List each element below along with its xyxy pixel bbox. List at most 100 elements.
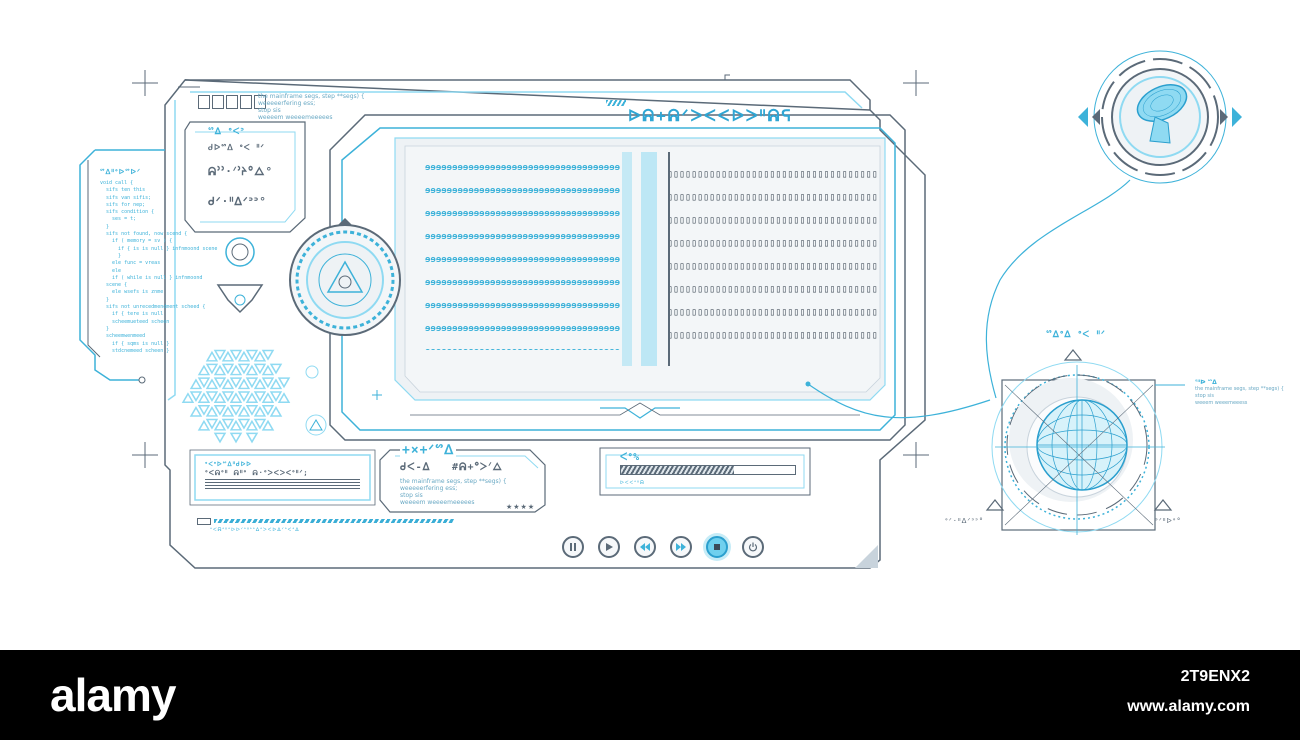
hex-triangle-inner xyxy=(240,420,248,427)
hex-triangle-inner xyxy=(264,406,272,413)
bottom-left-label: ᐤᐸᐤᐅᔥᐃᐦᑯᐅᐅ xyxy=(205,461,252,468)
hex-triangle-inner xyxy=(264,351,272,358)
rating-stars: ★★★★ xyxy=(506,503,536,511)
globe-target-widget xyxy=(985,349,1185,535)
hex-triangle-inner xyxy=(240,381,248,388)
progress-caption: ᐅᐸᐸᐤᐦᕱ xyxy=(620,480,645,486)
code-line: ele wsefs is znme xyxy=(100,289,164,296)
segment-indicator xyxy=(198,95,266,109)
readout-label-2: ᑯᐅᔥᐃ ᐤᐸ ᐦᐟ xyxy=(208,143,265,152)
title-hatch-icon xyxy=(606,100,626,106)
binary-row: ɘɘɘɘɘɘɘɘɘɘɘɘɘɘɘɘɘɘɘɘɘɘɘɘɘɘɘɘɘɘɘɘɘɘɘɘ▯▯▯▯… xyxy=(425,209,878,226)
hex-triangle-inner xyxy=(248,422,256,430)
code-line: void call { xyxy=(100,180,134,186)
hex-triangle-inner xyxy=(232,422,240,430)
hex-triangle-inner xyxy=(208,365,216,372)
hex-triangle-inner xyxy=(208,420,216,427)
top-small-text: the mainframe segs, step **segs) { weeee… xyxy=(258,93,365,121)
hex-triangle-inner xyxy=(280,395,288,402)
code-line: } xyxy=(100,223,110,230)
binary-row: ɘɘɘɘɘɘɘɘɘɘɘɘɘɘɘɘɘɘɘɘɘɘɘɘɘɘɘɘɘɘɘɘɘɘɘɘ▯▯▯▯… xyxy=(425,232,878,249)
code-line: sifs ten this xyxy=(100,187,146,194)
hex-triangle-inner xyxy=(264,367,272,374)
hex-triangle-inner xyxy=(224,365,232,372)
hex-triangle-inner xyxy=(200,395,208,402)
hex-triangle-inner xyxy=(248,367,256,374)
hex-triangle-inner xyxy=(240,409,248,416)
code-line: sifs not found, now scend { xyxy=(100,231,188,238)
hex-triangle-inner xyxy=(280,378,288,386)
power-button[interactable] xyxy=(742,536,764,558)
code-panel-title: ᔥᐃᐦᐤᐅᔥᐅᐟ xyxy=(100,168,141,176)
code-line: sifs condition { xyxy=(100,209,155,216)
bottom-left-hatch xyxy=(214,519,454,523)
binary-row: ɘɘɘɘɘɘɘɘɘɘɘɘɘɘɘɘɘɘɘɘɘɘɘɘɘɘɘɘɘɘɘɘɘɘɘɘ▯▯▯▯… xyxy=(425,324,878,341)
hex-triangle-inner xyxy=(240,365,248,372)
hex-triangle-inner xyxy=(232,351,240,358)
readout-value-2: ᑯᐟ·ᐦᐃᐟᐣᐣ° xyxy=(208,195,267,208)
play-button[interactable] xyxy=(598,536,620,558)
hex-triangle-inner xyxy=(184,395,192,402)
hex-triangle-inner xyxy=(208,392,216,399)
code-line: if { tere is null xyxy=(100,311,164,318)
stop-icon xyxy=(714,544,720,550)
binary-row: ɘɘɘɘɘɘɘɘɘɘɘɘɘɘɘɘɘɘɘɘɘɘɘɘɘɘɘɘɘɘɘɘɘɘɘɘ▯▯▯▯… xyxy=(425,344,885,350)
bottom-center-text: the mainframe segs, step **segs) { weeee… xyxy=(400,478,507,506)
code-line: scheemwenmeed xyxy=(100,333,146,340)
hex-triangle-inner xyxy=(248,351,256,358)
hex-triangle-inner xyxy=(232,378,240,386)
hex-triangle-inner xyxy=(216,378,224,386)
code-line: } xyxy=(100,252,122,259)
site-url[interactable]: www.alamy.com xyxy=(1127,698,1250,715)
hex-triangle-inner xyxy=(200,422,208,430)
hex-triangle-inner xyxy=(240,392,248,399)
scan-divider xyxy=(668,152,670,366)
hex-triangle-inner xyxy=(216,406,224,413)
code-line: sifs not unrecedmendment scheed { xyxy=(100,304,206,311)
globe-label: ᔥᐃᐤᐃ ᐤᐸ ᐦᐟ xyxy=(1046,330,1106,340)
binary-row: ɘɘɘɘɘɘɘɘɘɘɘɘɘɘɘɘɘɘɘɘɘɘɘɘɘɘɘɘɘɘɘɘɘɘɘɘ▯▯▯▯… xyxy=(425,186,878,203)
rewind-button[interactable] xyxy=(634,536,656,558)
hex-triangle-inner xyxy=(256,365,264,372)
bottom-center-title: +×+ᐟᔥᐃ xyxy=(400,443,457,458)
brand-logo: alamy xyxy=(50,669,176,721)
hex-triangle-inner xyxy=(272,381,280,388)
hex-triangle-inner xyxy=(200,378,208,386)
hex-triangle-inner xyxy=(200,367,208,374)
code-line: } xyxy=(100,296,110,303)
globe-left-reading: ᐤᐟ·ᐦᐃᐟᐣᐣ° xyxy=(945,517,985,525)
hud-interface: ᐅᕱ+ᕱᐟᐳᐸᐸᐅᐳᐦᕱᕋ the mainframe segs, step *… xyxy=(79,50,1284,569)
fast-forward-button[interactable] xyxy=(670,536,692,558)
hex-triangle-inner xyxy=(256,409,264,416)
code-line: stdcnemeed scheen } xyxy=(100,347,170,354)
globe-right-reading: ᐣᐟᐦᐅᐤ° xyxy=(1155,517,1182,525)
hex-triangle-inner xyxy=(216,422,224,430)
bottom-left-line: ᐤᐸᕱᐤᐦ ᕱᐦᐤ ᕱ·ᐤᐳᐸᐳᐸᐤᐦᐟ; xyxy=(205,469,309,477)
globe-callout: ᐤᐦᐅ ᔥᐃ the mainframe segs, step **segs) … xyxy=(1195,379,1284,406)
readout-label-1: ᔥᐃ ᐤᐸᐣ xyxy=(208,127,245,137)
hex-triangle-inner xyxy=(216,351,224,358)
hex-pattern xyxy=(180,346,294,448)
hex-triangle-inner xyxy=(248,378,256,386)
hex-triangle-inner xyxy=(256,381,264,388)
power-icon xyxy=(748,542,758,552)
rewind-icon xyxy=(640,543,650,551)
bottom-left-footer: ᐤᐸᕱᐤᐦᐤᐅᐅᐟᐤᐦᐤᐤᐃᐤᐳᐸᐅᐃᐟᐤᐸᐤᐃ xyxy=(210,527,300,533)
bottom-left-textblock xyxy=(205,479,360,489)
hex-triangle-inner xyxy=(224,381,232,388)
binary-row: ɘɘɘɘɘɘɘɘɘɘɘɘɘɘɘɘɘɘɘɘɘɘɘɘɘɘɘɘɘɘɘɘɘɘɘɘ▯▯▯▯… xyxy=(425,278,878,295)
scan-bar xyxy=(641,152,657,366)
hex-triangle-inner xyxy=(264,395,272,402)
code-line: } xyxy=(100,325,110,332)
code-line: ele xyxy=(100,267,122,274)
binary-row: ɘɘɘɘɘɘɘɘɘɘɘɘɘɘɘɘɘɘɘɘɘɘɘɘɘɘɘɘɘɘɘɘɘɘɘɘ▯▯▯▯… xyxy=(425,255,878,272)
hex-triangle-inner xyxy=(224,392,232,399)
code-line: ele func = vreas xyxy=(100,260,161,267)
hex-triangle-inner xyxy=(208,381,216,388)
pause-button[interactable] xyxy=(562,536,584,558)
fast-forward-icon xyxy=(676,543,686,551)
binary-row: ɘɘɘɘɘɘɘɘɘɘɘɘɘɘɘɘɘɘɘɘɘɘɘɘɘɘɘɘɘɘɘɘɘɘɘɘ▯▯▯▯… xyxy=(425,163,878,180)
progress-label: ᐸᐤ% xyxy=(620,452,641,463)
code-line: if ( while is null } infnmoond xyxy=(100,274,203,281)
stop-button[interactable] xyxy=(706,536,728,558)
